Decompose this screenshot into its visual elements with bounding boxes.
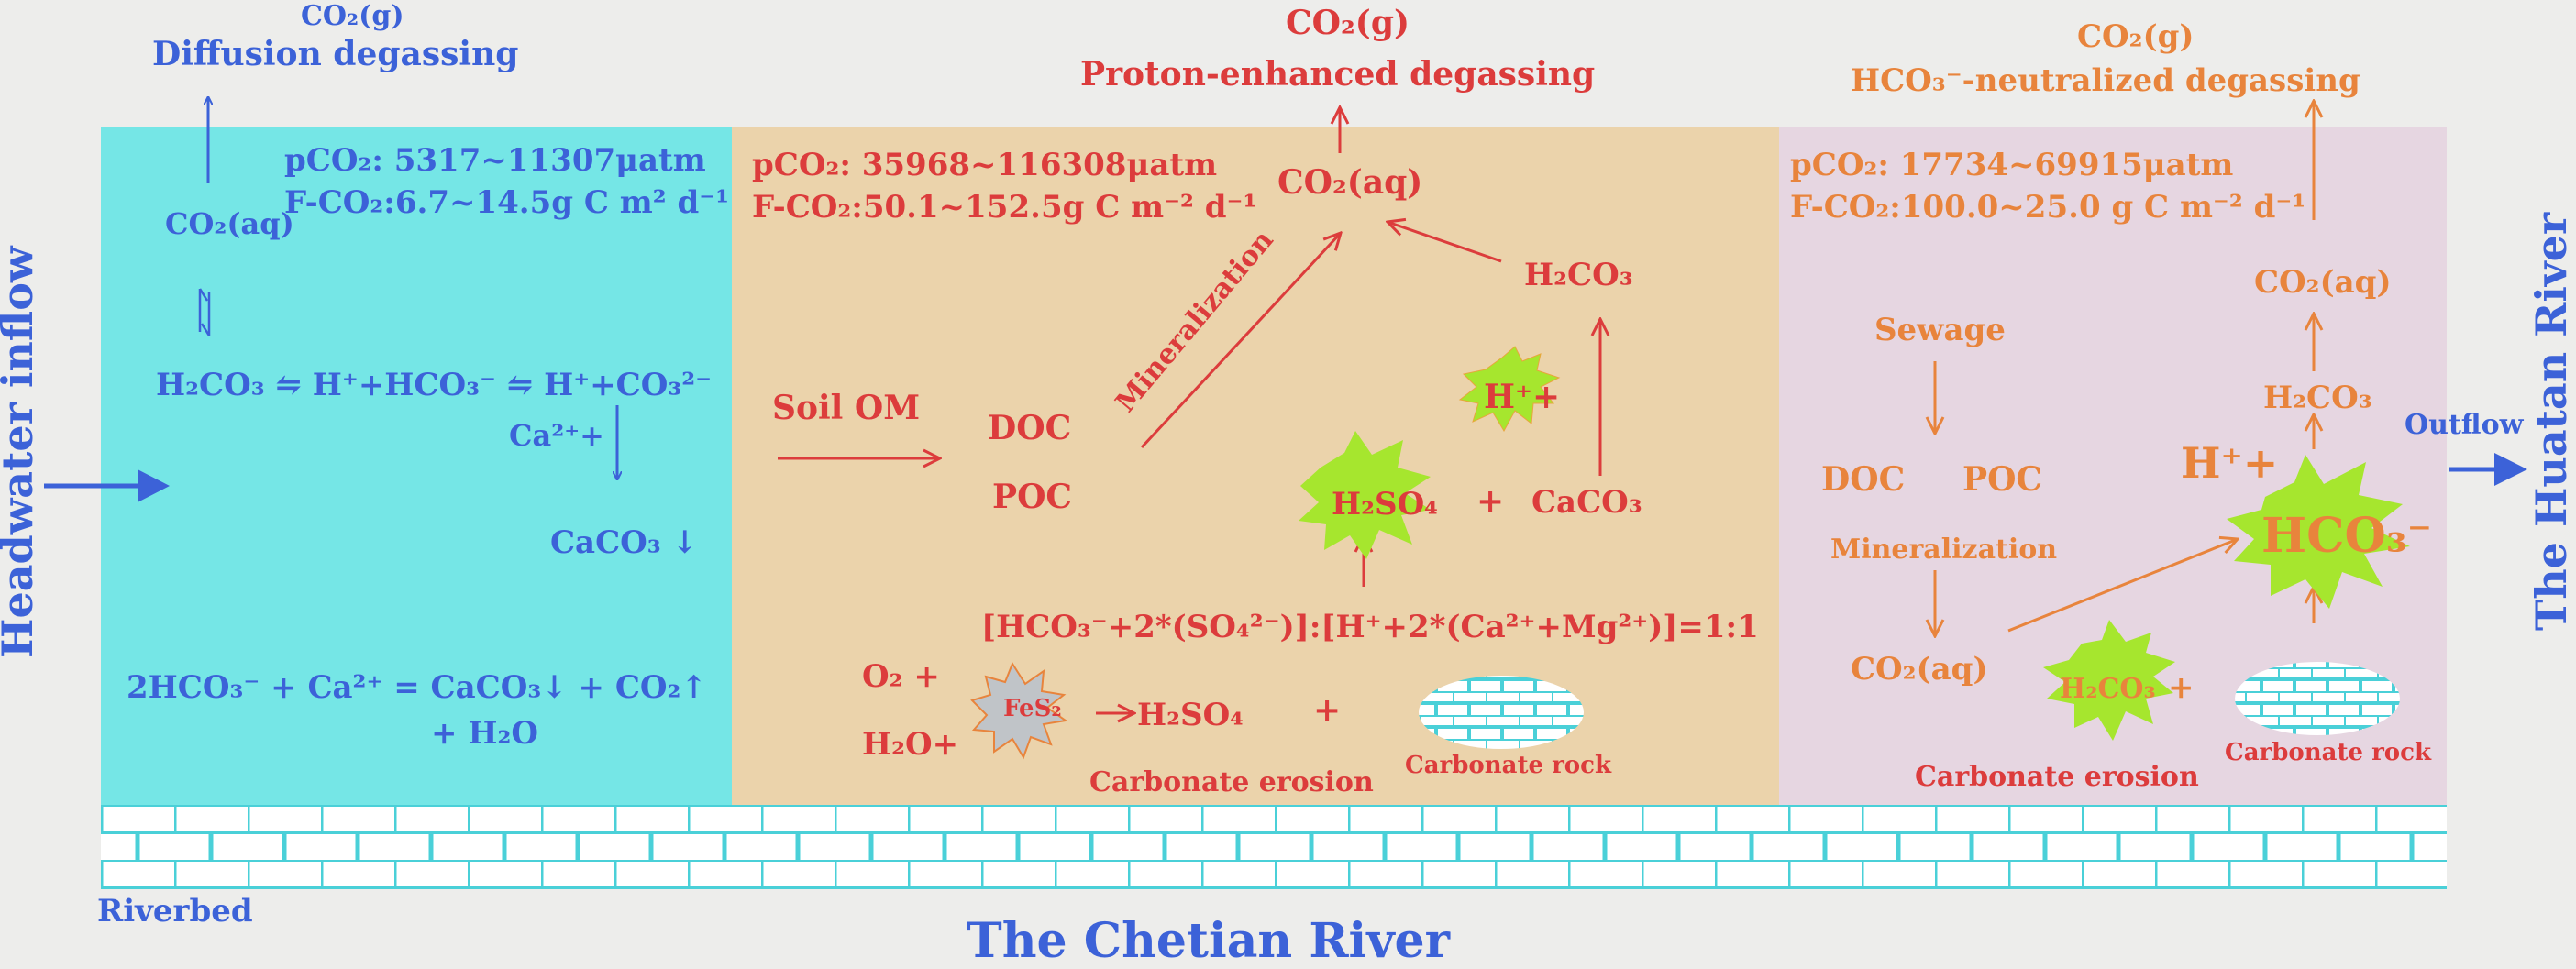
- h2so4-in-star: H₂SO₄: [1332, 486, 1439, 523]
- sewage-label: Sewage: [1874, 312, 2006, 348]
- fco2-left: F-CO₂:6.7~14.5g C m² d⁻¹: [284, 184, 730, 221]
- pco2-right: pCO₂: 17734~69915μatm: [1790, 147, 2234, 183]
- carbonate-erosion-right: Carbonate erosion: [1915, 761, 2199, 793]
- doc-mid: DOC: [988, 409, 1072, 447]
- plus-sign-mid-2: +: [1313, 691, 1342, 730]
- diffusion-zone-panel: [101, 127, 732, 805]
- h2co3-in-star-right: H₂CO₃: [2060, 673, 2156, 705]
- chetian-river-title: The Chetian River: [967, 913, 1451, 969]
- co2aq-low-right: CO₂(aq): [1851, 651, 1988, 688]
- co2aq-mid: CO₂(aq): [1277, 163, 1423, 202]
- carbonate-rock-mid: [1419, 676, 1584, 749]
- pco2-mid: pCO₂: 35968~116308μatm: [752, 147, 1218, 183]
- plus-sign-right: +: [2168, 669, 2195, 706]
- poc-mid: POC: [992, 478, 1073, 516]
- h2so4-label: H₂SO₄: [1137, 697, 1244, 733]
- o2-label: O₂ +: [862, 658, 940, 695]
- h2co3-mid: H₂CO₃: [1524, 257, 1633, 293]
- fes2-label: FeS₂: [1003, 695, 1062, 722]
- huatan-river-label: The Huatan River: [2526, 212, 2576, 631]
- fco2-mid: F-CO₂:50.1~152.5g C m⁻² d⁻¹: [752, 189, 1257, 226]
- fes2-star: [970, 661, 1068, 760]
- gas-co2-right: CO₂(g): [2077, 18, 2195, 55]
- proton-zone-panel: [732, 127, 1779, 805]
- carbonate-erosion-mid: Carbonate erosion: [1089, 766, 1374, 798]
- hplus-star-mid: [1458, 346, 1561, 433]
- carbonate-equilibrium-line: H₂CO₃ ⇋ H⁺+HCO₃⁻ ⇋ H⁺+CO₃²⁻: [156, 367, 713, 403]
- gas-co2-mid: CO₂(g): [1286, 4, 1410, 42]
- outflow-arrowhead: [2494, 453, 2527, 486]
- arrow-mineralization-mid: [1140, 233, 1341, 449]
- hco3-in-star: HCO₃⁻: [2261, 508, 2433, 564]
- doc-right: DOC: [1821, 460, 1906, 499]
- caco3-mid: CaCO₃: [1531, 484, 1642, 521]
- h2o-label: H₂O+: [862, 726, 959, 763]
- calcium-plus: Ca²⁺+: [509, 418, 604, 453]
- plus-sign-mid: +: [1476, 482, 1505, 521]
- co2aq-top-right: CO₂(aq): [2254, 264, 2392, 301]
- diffusion-degassing-title: Diffusion degassing: [152, 35, 519, 73]
- equilibrium-arrows-left: [198, 288, 211, 336]
- carbonate-rock-right: [2235, 662, 2400, 735]
- hplus-right: H⁺+: [2181, 438, 2279, 488]
- proton-enhanced-degassing-title: Proton-enhanced degassing: [1080, 55, 1596, 94]
- precipitation-equation-line1: 2HCO₃⁻ + Ca²⁺ = CaCO₃↓ + CO₂↑: [127, 669, 707, 706]
- h2co3-star-right: [2043, 620, 2175, 741]
- gas-co2-left: CO₂(g): [301, 0, 404, 32]
- h2co3-right: H₂CO₃: [2263, 380, 2372, 416]
- carbonate-rock-label-right: Carbonate rock: [2225, 739, 2431, 766]
- fco2-right: F-CO₂:100.0~25.0 g C m⁻² d⁻¹: [1790, 189, 2306, 226]
- hplus-mid: H⁺+: [1484, 378, 1561, 416]
- hco3-star: [2227, 455, 2410, 609]
- riverbed-label: Riverbed: [97, 893, 253, 930]
- ratio-equation: [HCO₃⁻+2*(SO₄²⁻)]:[H⁺+2*(Ca²⁺+Mg²⁺)]=1:1: [981, 609, 1759, 645]
- mineralization-label-right: Mineralization: [1830, 534, 2058, 566]
- outflow-label: Outflow: [2405, 409, 2524, 441]
- inflow-arrowhead: [138, 469, 170, 502]
- poc-right: POC: [1962, 460, 2043, 499]
- carbonate-rock-label-mid: Carbonate rock: [1405, 752, 1611, 779]
- arrow-co2aq-to-hco3: [2007, 539, 2238, 633]
- precipitation-equation-line2: + H₂O: [431, 715, 538, 752]
- caco3-precipitate: CaCO₃ ↓: [550, 524, 698, 561]
- headwater-inflow-label: Headwater inflow: [0, 246, 42, 658]
- hco3-neutralized-degassing-title: HCO₃⁻-neutralized degassing: [1851, 62, 2360, 99]
- co2aq-left: CO₂(aq): [165, 206, 294, 241]
- h2so4-star: [1299, 431, 1431, 559]
- riverbed-bricks: [101, 805, 2447, 889]
- pco2-left: pCO₂: 5317~11307μatm: [284, 142, 706, 179]
- arrow-h2co3-to-co2aq: [1388, 222, 1502, 263]
- soil-om-label: Soil OM: [772, 389, 921, 427]
